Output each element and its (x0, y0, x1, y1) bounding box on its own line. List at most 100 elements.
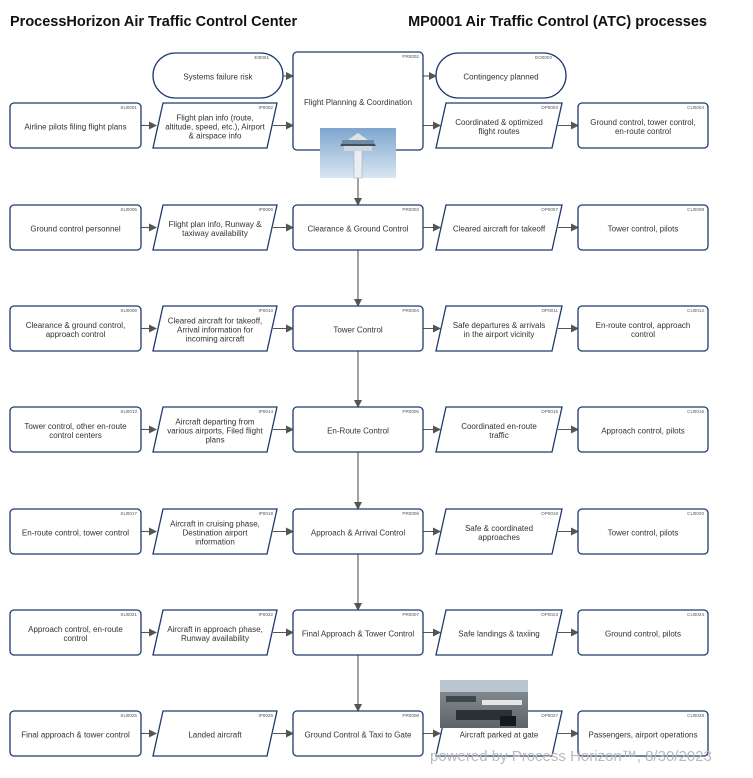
shape-code: PR0006 (402, 511, 419, 516)
process-box-row-5-outline (292, 508, 424, 555)
shape-code: SU0005 (120, 207, 137, 212)
input-box-row-6-outline (152, 609, 278, 656)
shape-label-line: Clearance & Ground Control (308, 225, 409, 234)
shape-label-line: Aircraft departing from (175, 418, 254, 427)
shape-code: CU0016 (687, 409, 704, 414)
shape-label-line: Safe & coordinated (465, 524, 533, 533)
shape-label-line: Arrival information for (177, 326, 253, 335)
shape-code: SU0013 (120, 409, 137, 414)
shape-label-line: Final approach & tower control (21, 731, 130, 740)
shape-code: OP0027 (541, 713, 558, 718)
shape-label-line: Aircraft in approach phase, (167, 625, 263, 634)
customer-box-row-5-outline (577, 508, 709, 555)
shape-label-line: Flight Planning & Coordination (304, 98, 412, 107)
process-box-row-3-outline (292, 305, 424, 352)
shape-label-line: Airline pilots filing flight plans (24, 123, 126, 132)
shape-code: PR0002 (402, 54, 419, 59)
shape-label-line: incoming aircraft (186, 335, 245, 344)
input-box-row-2-outline (152, 204, 278, 251)
shape-label-line: altitude, speed, etc.), Airport (165, 123, 265, 132)
shape-label-line: Approach control, en-route (28, 625, 123, 634)
shape-label-line: Aircraft parked at gate (460, 731, 539, 740)
shape-label-line: Approach control, pilots (601, 427, 685, 436)
shape-code: IP0022 (258, 612, 273, 617)
shape-label-line: in the airport vicinity (464, 330, 535, 339)
powered-by-footer: powered by Process Horizon™, 8/30/2023 (430, 748, 712, 765)
shape-label-line: Coordinated en-route (461, 422, 537, 431)
shape-label-line: approaches (478, 533, 520, 542)
shape-label-line: approach control (46, 330, 106, 339)
shape-label-line: Tower Control (333, 326, 383, 335)
shape-label-line: Ground control, tower control, (590, 118, 695, 127)
customer-box-row-3-outline (577, 305, 709, 352)
shape-label-line: Approach & Arrival Control (311, 529, 405, 538)
shape-label-line: Final Approach & Tower Control (302, 630, 415, 639)
process-box-row-4-outline (292, 406, 424, 453)
shape-label-line: Safe departures & arrivals (453, 321, 546, 330)
customer-box-row-2-outline (577, 204, 709, 251)
supplier-box-row-3-outline (9, 305, 142, 352)
input-box-row-3-outline (152, 305, 278, 352)
shape-code: OP0023 (541, 612, 558, 617)
shape-code: PR0008 (402, 713, 419, 718)
process-box-row-6-outline (292, 609, 424, 656)
shape-code: SU0017 (120, 511, 137, 516)
shape-label-line: taxiway availability (182, 229, 248, 238)
shape-code: PR0003 (402, 207, 419, 212)
customer-box-row-1-outline (577, 102, 709, 149)
shape-label-line: Tower control, pilots (608, 529, 679, 538)
shape-label-line: control centers (49, 431, 101, 440)
shape-label-line: Landed aircraft (188, 731, 242, 740)
shape-code: OP0007 (541, 207, 558, 212)
shape-label-line: Tower control, pilots (608, 225, 679, 234)
shape-code: CU0004 (687, 105, 704, 110)
shape-label-line: traffic (489, 431, 508, 440)
shape-code: SU0009 (120, 308, 137, 313)
shape-code: PR0005 (402, 409, 419, 414)
supplier-box-row-4-outline (9, 406, 142, 453)
airport-apron-photo (440, 680, 528, 728)
shape-label-line: Clearance & ground control, (26, 321, 126, 330)
shape-label-line: Flight plan info, Runway & (169, 220, 263, 229)
shape-label-line: information (195, 538, 235, 547)
customer-box-row-4-outline (577, 406, 709, 453)
shape-code: CU0008 (687, 207, 704, 212)
shape-code: SU0021 (120, 612, 137, 617)
shape-label-line: Runway availability (181, 634, 249, 643)
